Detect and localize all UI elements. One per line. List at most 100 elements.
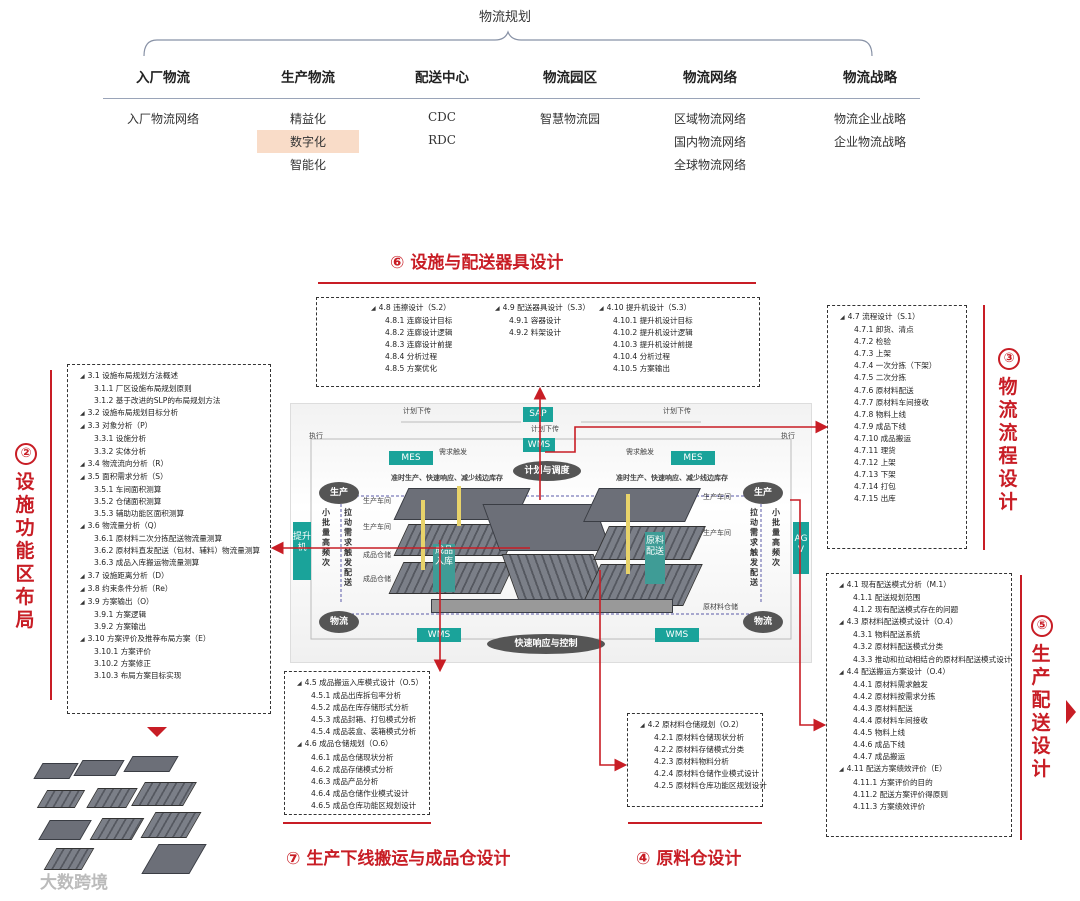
collapse-triangle-icon: ◢ — [640, 722, 645, 729]
outline-item-text: 4.9.2 料架设计 — [509, 328, 562, 338]
outline-item: 4.11.2 配送方案评价得原则 — [833, 789, 1005, 801]
fg-inbound-node: 成品入库 — [433, 544, 455, 592]
exec-left-label: 执行 — [309, 432, 323, 440]
column-item: 企业物流战略 — [833, 135, 906, 149]
section-6-underline — [318, 282, 756, 284]
collapse-triangle-icon: ◢ — [839, 766, 844, 774]
outline-item: 3.9.2 方案输出 — [74, 621, 264, 633]
outline-item: ◢4.5 成品搬运入库模式设计（O.5） — [291, 677, 423, 690]
outline-item-text: 4.7.5 二次分拣 — [854, 373, 907, 383]
outline-item-text: 4.7.12 上架 — [854, 458, 896, 468]
outline-item: 3.6.1 原材料二次分拣配送物流量测算 — [74, 533, 264, 545]
outline-item: 4.8.5 方案优化 — [365, 363, 452, 375]
collapse-triangle-icon: ◢ — [839, 582, 844, 589]
outline-item: 3.1.2 基于改进的SLP的布局规划方法 — [74, 395, 264, 407]
outline-item: ◢3.8 约束条件分析（Re） — [74, 583, 264, 596]
outline-item-text: 3.6 物流量分析（Q） — [87, 521, 162, 531]
outline-item: 4.4.6 成品下线 — [833, 739, 1005, 751]
outline-item-text: 4.8.4 分析过程 — [385, 352, 438, 362]
collapse-triangle-icon: ◢ — [80, 410, 85, 418]
collapse-triangle-icon: ◢ — [839, 619, 844, 627]
outline-item: 4.2.3 原材料物料分析 — [634, 756, 756, 768]
outline-item-text: 4.7.8 物料上线 — [854, 409, 907, 419]
column-head-2: 配送中心 — [415, 70, 469, 86]
section-6-number: ⑥ — [390, 253, 405, 273]
collapse-triangle-icon: ◢ — [80, 460, 85, 468]
outline-item: 4.3.1 物料配送系统 — [833, 629, 1005, 641]
column-item: 区域物流网络 — [673, 112, 746, 126]
outline-item: 4.7.4 一次分拣（下架） — [834, 360, 960, 372]
outline-item: 4.7.9 成品下线 — [834, 421, 960, 433]
block-11 — [141, 844, 207, 874]
outline-item-text: 3.9.2 方案输出 — [94, 621, 147, 631]
pull-right-label: 拉动需求触发配送 — [750, 508, 758, 587]
outline-item: 4.1.1 配送规划范围 — [833, 592, 1005, 604]
outline-item: ◢3.4 物流流向分析（R） — [74, 458, 264, 471]
block-7 — [38, 820, 92, 840]
column-item: 数字化 — [257, 130, 359, 153]
block-4 — [36, 790, 86, 808]
column-item: 智能化 — [289, 158, 326, 172]
outline-item-text: 3.10 方案评价及推荐布局方案（E） — [87, 633, 211, 643]
collapse-triangle-icon: ◢ — [80, 523, 85, 531]
block-9 — [140, 812, 202, 838]
outline-item: 4.8.1 连廊设计目标 — [365, 315, 452, 327]
outline-item-text: 4.6 成品仓储规划（O.6） — [304, 739, 393, 749]
collapse-triangle-icon: ◢ — [80, 585, 85, 593]
outline-item-text: 3.3.1 设施分析 — [94, 434, 147, 444]
outline-item-text: 3.7 设施距离分析（D） — [87, 570, 169, 580]
collapse-triangle-icon: ◢ — [495, 305, 500, 312]
outline-item-text: 4.11.3 方案绩效评价 — [853, 801, 926, 811]
outline-item-text: 3.6.2 原材料直发配送（包材、辅料）物流量测算 — [94, 546, 261, 556]
outline-item: 4.1.2 现有配送模式存在的问题 — [833, 604, 1005, 616]
section-4-label: 原料仓设计 — [656, 849, 742, 869]
outline-item-text: 4.7.15 出库 — [854, 494, 896, 504]
block-3 — [123, 756, 179, 772]
outline-item: 4.7.1 卸货、清点 — [834, 324, 960, 336]
outline-item-text: 4.5.1 成品出库拆包率分析 — [311, 691, 402, 701]
outline-item: 3.5.1 车间面积测算 — [74, 484, 264, 496]
plan-down-mid-label: 计划下传 — [531, 425, 559, 433]
outline-item-text: 4.4 配送搬运方案设计（O.4） — [846, 666, 950, 676]
section-2-label: 设施功能区布局 — [15, 471, 35, 631]
lift-post-right — [626, 494, 630, 574]
outline-item-text: 4.4.2 原材料按需求分拣 — [853, 691, 936, 701]
outline-item-text: 4.10.3 提升机设计前提 — [613, 340, 693, 350]
prod-ws-4-label: 生产车间 — [703, 529, 731, 537]
prod-ws-2-label: 生产车间 — [363, 523, 391, 531]
section-2-line — [50, 370, 52, 700]
outline-item-text: 3.5.3 辅助功能区面积测算 — [94, 509, 185, 519]
small-batch-left-label: 小批量高频次 — [322, 508, 330, 567]
outline-item-text: 4.4.4 原材料车间接收 — [853, 716, 928, 726]
outline-item: 4.9.1 容器设计 — [489, 315, 590, 327]
column-head-4: 物流网络 — [683, 70, 737, 86]
section-6-label: 设施与配送器具设计 — [410, 253, 564, 273]
outline-item-text: 3.4 物流流向分析（R） — [87, 458, 169, 468]
outline-item: ◢4.6 成品仓储规划（O.6） — [291, 738, 423, 751]
outline-item: 4.3.3 推动和拉动相结合的原材料配送模式设计 — [833, 654, 1011, 666]
collapse-triangle-icon: ◢ — [80, 572, 85, 580]
outline-item: 4.6.2 成品存储模式分析 — [291, 764, 423, 776]
top-title: 物流规划 — [478, 10, 531, 25]
outline-item: 3.9.1 方案逻辑 — [74, 609, 264, 621]
column-item: 物流企业战略 — [833, 112, 906, 126]
outline-item-text: 4.6.2 成品存储模式分析 — [311, 764, 394, 774]
column-item: 精益化 — [289, 112, 326, 126]
outline-item: 3.3.1 设施分析 — [74, 433, 264, 445]
section-4-line — [628, 822, 762, 824]
outline-item-text: 4.8.2 连廊设计逻辑 — [385, 328, 453, 338]
outline-item-text: 4.8.1 连廊设计目标 — [385, 316, 453, 326]
outline-item: 4.4.1 原材料需求触发 — [833, 679, 1005, 691]
outline-item: ◢3.5 面积需求分析（S） — [74, 471, 264, 484]
collapse-triangle-icon: ◢ — [371, 305, 376, 312]
block-1 — [33, 763, 79, 779]
outline-item-text: 4.8.5 方案优化 — [385, 364, 438, 374]
mes-left-node: MES — [389, 451, 433, 465]
outline-item-text: 4.7.4 一次分拣（下架） — [854, 361, 937, 371]
outline-item: 3.1.1 厂区设施布局规划原则 — [74, 383, 264, 395]
outline-item-text: 4.10.2 提升机设计逻辑 — [613, 328, 693, 338]
outline-item-text: 3.6.1 原材料二次分拣配送物流量测算 — [94, 534, 223, 544]
outline-item: ◢3.7 设施距离分析（D） — [74, 570, 264, 583]
